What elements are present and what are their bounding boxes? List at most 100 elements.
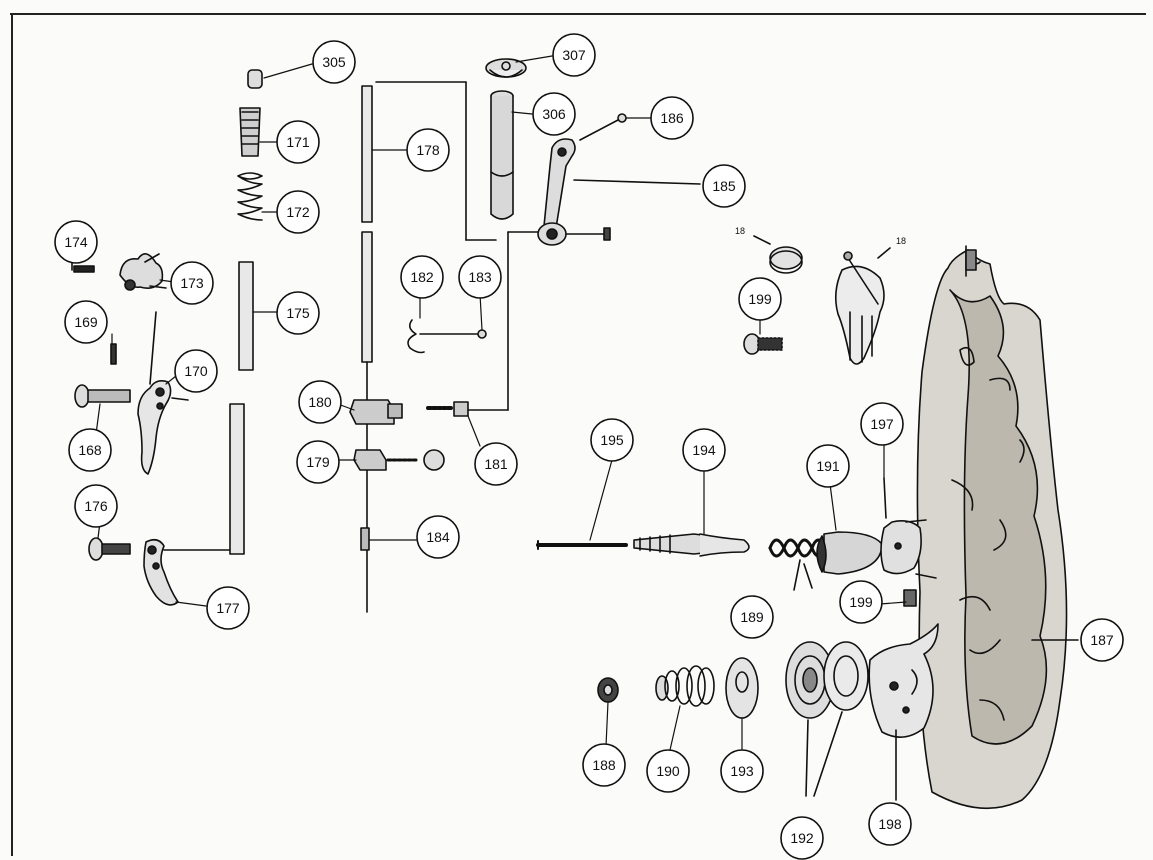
callout-number: 171 <box>286 134 310 150</box>
callout-number: 186 <box>660 110 684 126</box>
callout-circle <box>590 418 634 462</box>
callout-circle <box>720 749 764 793</box>
part-184-pin <box>360 527 370 551</box>
callout-172: 172 <box>276 190 320 234</box>
part-188-nut <box>597 677 619 703</box>
callout-circle <box>474 442 518 486</box>
callout-circle <box>780 816 824 860</box>
callout-188: 188 <box>582 743 626 787</box>
callout-number: 170 <box>184 363 208 379</box>
part-185-lever <box>537 138 701 246</box>
part-198-plate <box>868 623 939 801</box>
part-168-screw <box>74 384 131 408</box>
part-181-spring-pin <box>426 231 541 417</box>
callout-number: 198 <box>878 816 902 832</box>
callout-circle <box>206 586 250 630</box>
callout-197: 197 <box>860 402 904 446</box>
callout-number: 305 <box>322 54 346 70</box>
callout-circle <box>406 128 450 172</box>
callout-169: 169 <box>64 300 108 344</box>
callout-170: 170 <box>174 349 218 393</box>
callout-191: 191 <box>806 444 850 488</box>
callout-190: 190 <box>646 749 690 793</box>
part-175b-rod <box>229 403 245 555</box>
callout-199: 199 <box>839 580 883 624</box>
callout-193: 193 <box>720 749 764 793</box>
callout-173: 173 <box>170 261 214 305</box>
callout-186: 186 <box>650 96 694 140</box>
part-173-sear <box>119 253 167 291</box>
callout-306: 306 <box>532 92 576 136</box>
part-172-spring <box>237 172 263 221</box>
callout-circle <box>458 255 502 299</box>
callout-183: 183 <box>458 255 502 299</box>
part-190-spring <box>655 665 715 707</box>
part-194-sleeve <box>633 533 750 557</box>
callout-number: 173 <box>180 275 204 291</box>
callout-circle <box>806 444 850 488</box>
part-307-cap <box>485 58 527 78</box>
part-191-housing <box>816 531 883 575</box>
callout-178: 178 <box>406 128 450 172</box>
callout-189: 189 <box>730 595 774 639</box>
scan-border <box>10 13 1146 856</box>
part-177-hammer <box>143 538 237 606</box>
small-label-18: 18 <box>896 236 906 246</box>
callout-number: 181 <box>484 456 508 472</box>
part-193-washer <box>725 657 759 719</box>
callout-171: 171 <box>276 120 320 164</box>
callout-circle <box>650 96 694 140</box>
part-18-button <box>753 235 803 274</box>
callout-181: 181 <box>474 442 518 486</box>
callout-circle <box>54 220 98 264</box>
callout-number: 174 <box>64 234 88 250</box>
part-179-block <box>353 449 445 471</box>
callout-number: 176 <box>84 498 108 514</box>
callout-circle <box>298 380 342 424</box>
callout-199: 199 <box>738 277 782 321</box>
callout-number: 175 <box>286 305 310 321</box>
callout-circle <box>400 255 444 299</box>
part-18-latch <box>834 247 891 365</box>
callout-195: 195 <box>590 418 634 462</box>
part-305-cap <box>247 69 263 89</box>
callout-circle <box>868 802 912 846</box>
callout-number: 199 <box>849 594 873 610</box>
callout-number: 177 <box>216 600 240 616</box>
callout-174: 174 <box>54 220 98 264</box>
part-171-spring-guide <box>239 107 261 157</box>
part-175-rod <box>238 261 254 371</box>
part-176-screw <box>88 537 131 561</box>
callout-number: 192 <box>790 830 814 846</box>
part-306-bushing <box>490 90 514 220</box>
callout-circle <box>582 743 626 787</box>
callout-circle <box>296 440 340 484</box>
callout-circle <box>170 261 214 305</box>
callout-number: 306 <box>542 106 566 122</box>
part-189-spring <box>768 538 828 591</box>
callout-number: 179 <box>306 454 330 470</box>
callout-number: 189 <box>740 609 764 625</box>
callout-number: 169 <box>74 314 98 330</box>
callout-305: 305 <box>312 40 356 84</box>
callout-circle <box>64 300 108 344</box>
callout-number: 183 <box>468 269 492 285</box>
callout-circle <box>74 484 118 528</box>
callout-182: 182 <box>400 255 444 299</box>
callout-circle <box>730 595 774 639</box>
part-169-pin <box>110 343 117 365</box>
callout-circle <box>276 120 320 164</box>
part-197-part <box>880 477 937 579</box>
callout-circle <box>646 749 690 793</box>
callout-circle <box>416 515 460 559</box>
callout-circle <box>1080 618 1124 662</box>
callout-circle <box>532 92 576 136</box>
callout-number: 188 <box>592 757 616 773</box>
callout-175: 175 <box>276 291 320 335</box>
part-180-block <box>349 399 403 425</box>
callout-198: 198 <box>868 802 912 846</box>
part-199-screw-upper <box>743 333 783 355</box>
part-187-grip-panel <box>916 245 1079 810</box>
part-178-upper-rod <box>361 81 497 241</box>
